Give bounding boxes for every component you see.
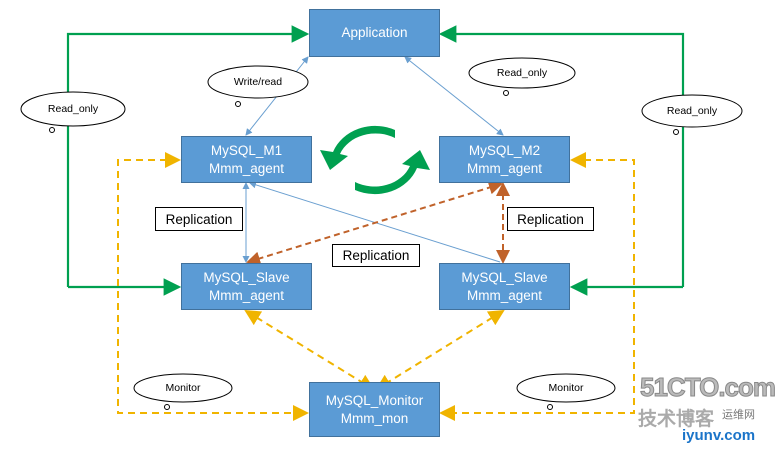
read-only-line-left [66,25,310,296]
application-node: Application [309,9,440,57]
monitor-slave1-link [244,309,375,391]
monitor-mon: Mmm_mon [340,410,409,426]
m2-name: MySQL_M2 [468,142,541,158]
m1-agent: Mmm_agent [208,160,285,176]
cloud-read-only-top-right-text: Read_only [496,67,548,79]
m2-agent: Mmm_agent [466,160,543,176]
watermark-line2: 技术博客 [638,409,715,430]
m1-name: MySQL_M1 [210,142,283,158]
cloud-write-read [207,65,309,107]
slave2-agent: Mmm_agent [466,287,543,303]
cloud-read-only-top-right [468,57,576,96]
cloud-monitor-left [133,373,233,410]
replication-callout-left: Replication [155,207,243,231]
replication-callout-right: Replication [507,207,594,231]
watermark-line4: iyunv.com [682,427,756,444]
cloud-read-only-right [641,94,743,135]
cloud-read-only-left-text: Read_only [47,103,99,115]
monitor-line-left [117,152,309,421]
application-label: Application [341,25,408,40]
monitor-line-right [439,152,635,421]
cloud-shapes [20,57,743,410]
cloud-write-read-text: Write/read [233,76,283,88]
app-m2-link [404,56,504,136]
monitor-name: MySQL_Monitor [325,392,424,408]
watermark-logo: 51CTO.com 技术博客 运维网 iyunv.com [636,372,780,449]
slave2-name: MySQL_Slave [461,269,548,285]
read-only-line-right [438,25,685,296]
circular-sync-arrows-icon [320,125,430,195]
replication-callout-center: Replication [332,244,420,267]
watermark-line1: 51CTO.com [639,372,776,403]
monitor-slave2-link [375,309,505,391]
watermark-line3: 运维网 [722,409,755,421]
cloud-monitor-right-text: Monitor [548,382,584,394]
slave1-agent: Mmm_agent [208,287,285,303]
cloud-monitor-left-text: Monitor [165,382,201,394]
m2-slave1-replication [246,180,503,266]
cloud-monitor-right [516,373,616,410]
cloud-read-only-left [20,91,126,133]
slave1-name: MySQL_Slave [203,269,290,285]
cloud-read-only-right-text: Read_only [666,105,718,117]
